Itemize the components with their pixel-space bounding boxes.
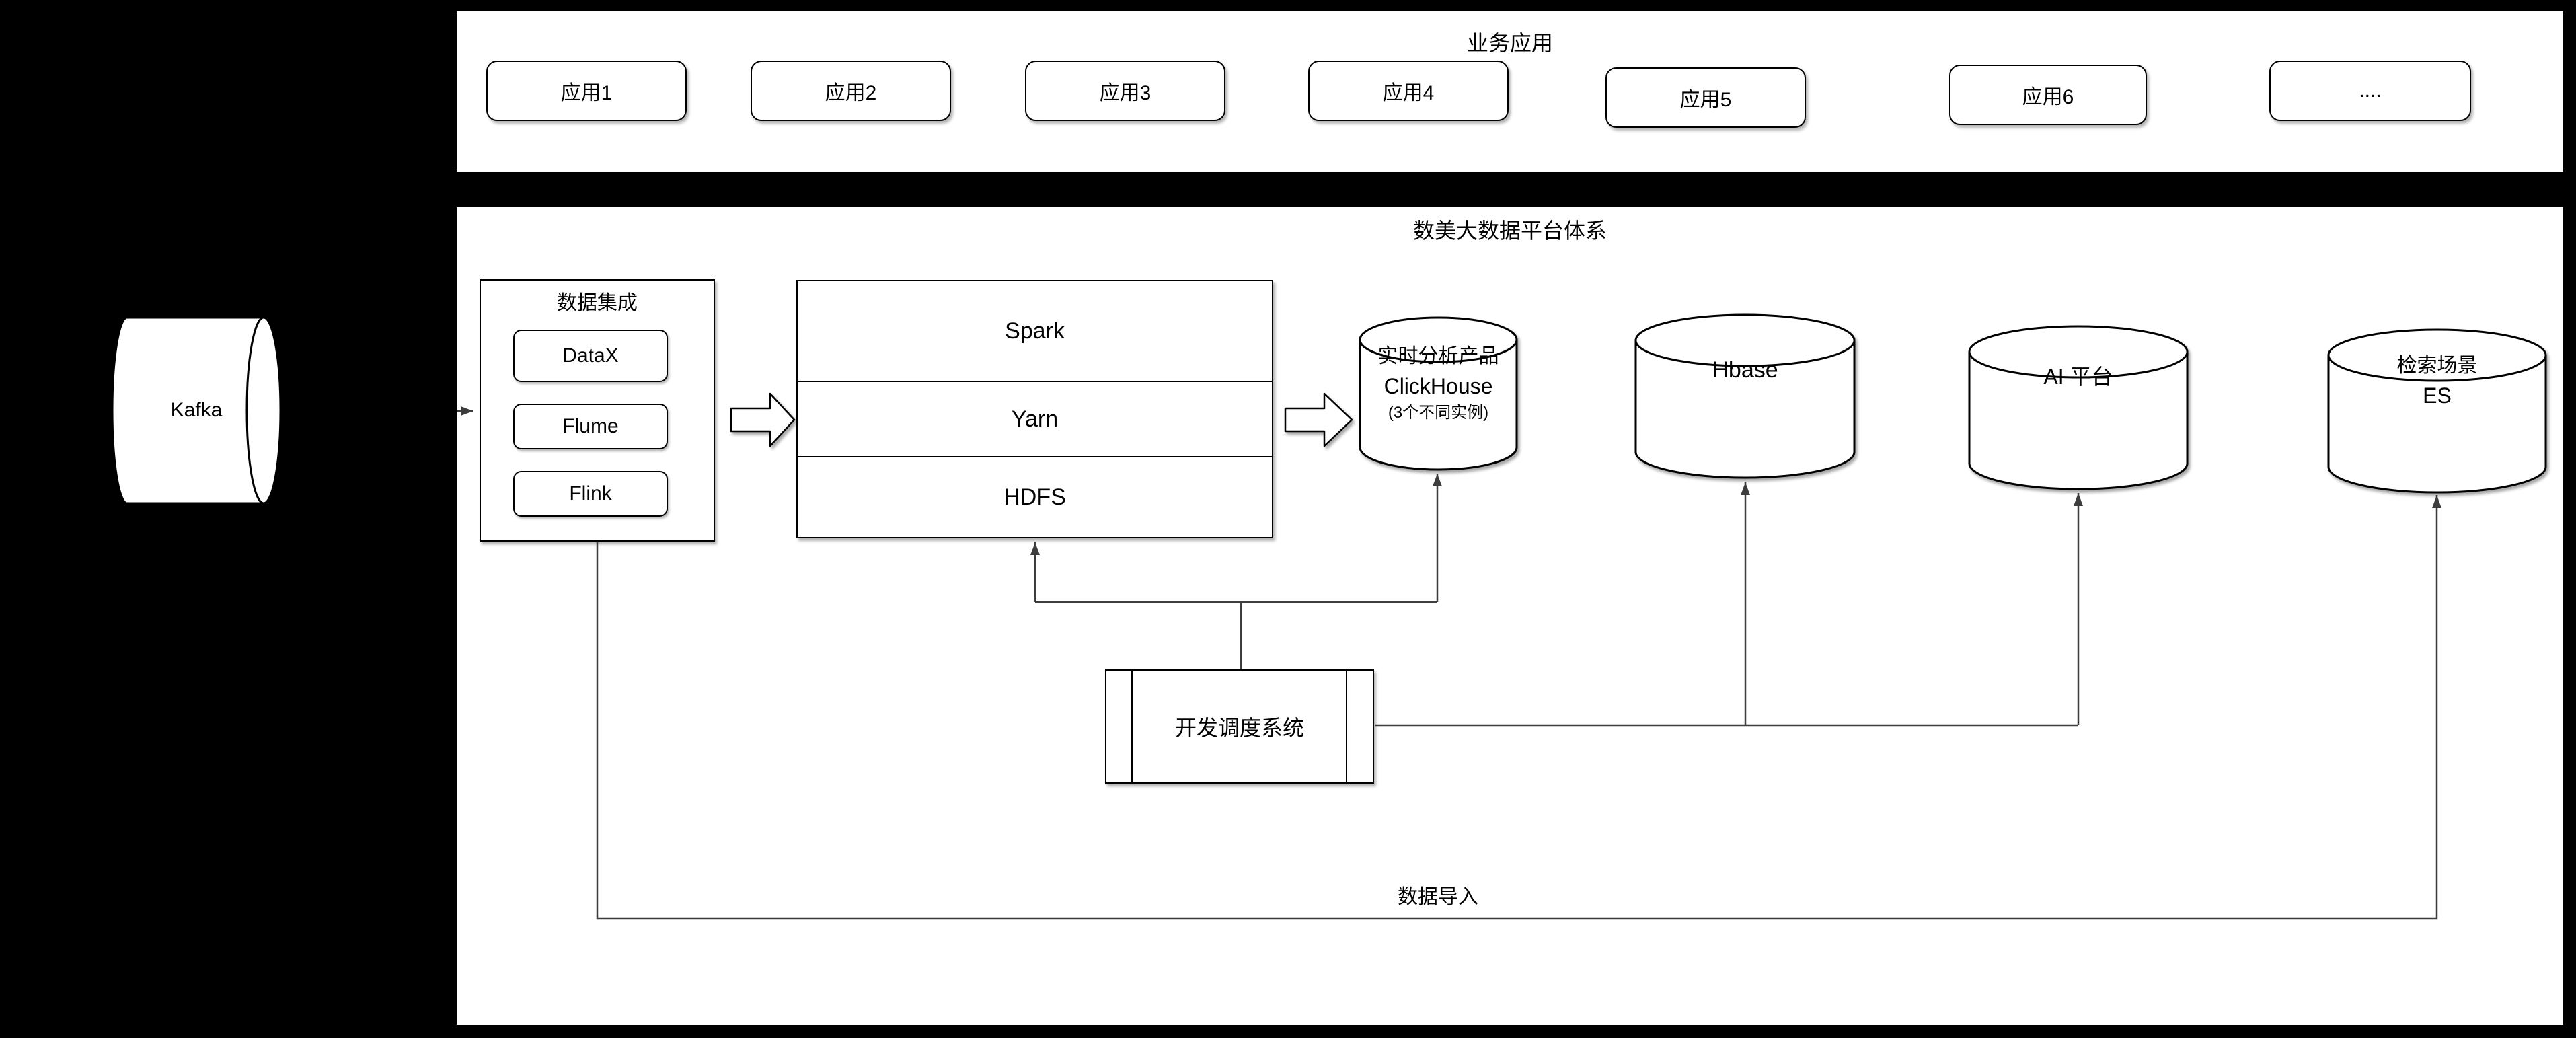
datax-label: DataX xyxy=(562,344,619,367)
platform-title: 数美大数据平台体系 xyxy=(1412,219,1607,243)
scheduler-right-bar xyxy=(1346,671,1347,782)
scheduler-left-bar xyxy=(1131,671,1133,782)
clickhouse-line3: (3个不同实例) xyxy=(1388,404,1489,422)
scheduler-box: 开发调度系统 xyxy=(1105,669,1374,784)
es-line2: ES xyxy=(2423,383,2452,408)
app-box-6: 应用6 xyxy=(1949,65,2147,125)
layer-spark: Spark xyxy=(798,281,1272,381)
integration-title: 数据集成 xyxy=(557,292,638,314)
clickhouse-line1: 实时分析产品 xyxy=(1377,345,1499,367)
layer-yarn: Yarn xyxy=(798,381,1272,456)
hadoop-stack: Spark Yarn HDFS xyxy=(796,280,1273,538)
app-box-5: 应用5 xyxy=(1605,67,1806,128)
flink-box: Flink xyxy=(513,471,668,517)
app-box-2: 应用2 xyxy=(751,61,951,121)
data-import-label: 数据导入 xyxy=(1398,886,1478,908)
flink-label: Flink xyxy=(569,482,612,505)
clickhouse-line2: ClickHouse xyxy=(1384,374,1493,398)
flume-box: Flume xyxy=(513,404,668,449)
kafka-label: Kafka xyxy=(170,399,223,421)
scheduler-label: 开发调度系统 xyxy=(1174,716,1304,740)
app-box-label: .... xyxy=(2359,79,2382,102)
clickhouse-label: 实时分析产品 ClickHouse (3个不同实例) xyxy=(1360,342,1517,425)
business-apps-title: 业务应用 xyxy=(1466,31,1553,55)
datax-box: DataX xyxy=(513,330,668,382)
app-box-label: 应用6 xyxy=(2022,86,2074,108)
app-box-label: 应用5 xyxy=(1679,89,1732,111)
layer-hdfs: HDFS xyxy=(798,456,1272,537)
app-box-label: 应用1 xyxy=(560,82,613,104)
app-box-1: 应用1 xyxy=(486,61,687,121)
app-box-label: 应用2 xyxy=(825,82,877,104)
yarn-label: Yarn xyxy=(1011,406,1059,432)
ai-platform-label: AI 平台 xyxy=(2043,365,2113,389)
flume-label: Flume xyxy=(562,415,619,437)
app-box-more: .... xyxy=(2269,61,2471,121)
es-label: 检索场景 ES xyxy=(2328,351,2546,410)
hdfs-label: HDFS xyxy=(1003,484,1066,510)
app-box-label: 应用3 xyxy=(1099,82,1151,104)
es-line1: 检索场景 xyxy=(2396,355,2478,377)
hbase-label: Hbase xyxy=(1712,357,1778,383)
spark-label: Spark xyxy=(1005,318,1065,344)
app-box-4: 应用4 xyxy=(1308,61,1509,121)
app-box-label: 应用4 xyxy=(1382,82,1435,104)
app-box-3: 应用3 xyxy=(1025,61,1225,121)
